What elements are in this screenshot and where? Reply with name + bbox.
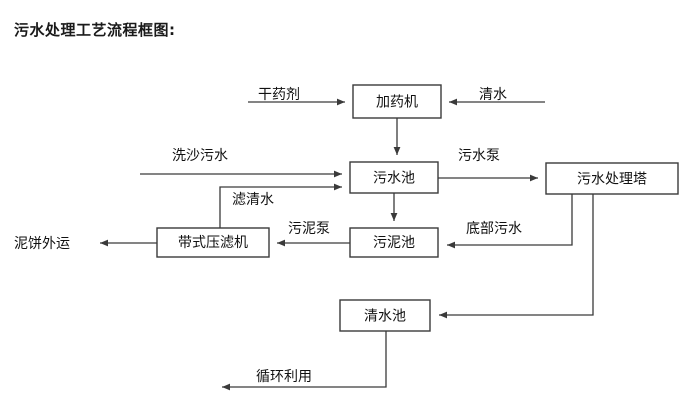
edge-dry-agent-to-dosing: 干药剂 bbox=[248, 87, 345, 106]
node-sludge-pool[interactable]: 污泥池 bbox=[349, 227, 439, 258]
node-label-dosing-machine: 加药机 bbox=[376, 95, 418, 111]
node-sewage-treatment-tower[interactable]: 污水处理塔 bbox=[545, 162, 679, 195]
node-belt-filter-press[interactable]: 带式压滤机 bbox=[156, 227, 270, 258]
edge-clean-water-to-dosing: 清水 bbox=[449, 87, 545, 106]
node-label-sewage-treatment-tower: 污水处理塔 bbox=[577, 172, 647, 188]
edge-tower-to-clean-water bbox=[439, 194, 594, 319]
edge-clean-water-to-recycle: 循环利用 bbox=[222, 331, 387, 391]
node-dosing-machine[interactable]: 加药机 bbox=[352, 84, 442, 119]
edge-bottom-sewage-to-sludge: 底部污水 bbox=[447, 194, 573, 249]
node-clean-water-pool[interactable]: 清水池 bbox=[339, 299, 431, 332]
edge-label-recycle-use: 循环利用 bbox=[256, 369, 312, 385]
edge-label-filtrate: 滤清水 bbox=[232, 192, 274, 208]
node-label-sludge-pool: 污泥池 bbox=[373, 235, 415, 251]
edge-label-sand-wash-sewage: 洗沙污水 bbox=[172, 148, 228, 164]
edge-sand-wash-sewage-to-pool: 洗沙污水 bbox=[140, 148, 342, 178]
node-label-sewage-pool: 污水池 bbox=[373, 171, 415, 187]
node-label-clean-water-pool: 清水池 bbox=[364, 309, 406, 325]
edge-label-clean-water: 清水 bbox=[479, 87, 507, 103]
node-sewage-pool[interactable]: 污水池 bbox=[349, 161, 439, 194]
terminal-label-mud-cake-transport: 泥饼外运 bbox=[14, 236, 70, 252]
edge-filtrate-to-pool: 滤清水 bbox=[219, 183, 342, 228]
edge-label-sludge-pump: 污泥泵 bbox=[288, 221, 330, 237]
node-label-belt-filter-press: 带式压滤机 bbox=[178, 235, 248, 251]
edge-sewage-pump-to-tower: 污水泵 bbox=[438, 148, 538, 182]
edge-sludge-pump-to-press: 污泥泵 bbox=[277, 221, 350, 247]
edge-label-dry-agent: 干药剂 bbox=[258, 87, 300, 103]
page-title: 污水处理工艺流程框图: bbox=[14, 21, 176, 39]
edge-label-sewage-pump: 污水泵 bbox=[458, 148, 500, 164]
edge-label-bottom-sewage: 底部污水 bbox=[466, 221, 522, 237]
